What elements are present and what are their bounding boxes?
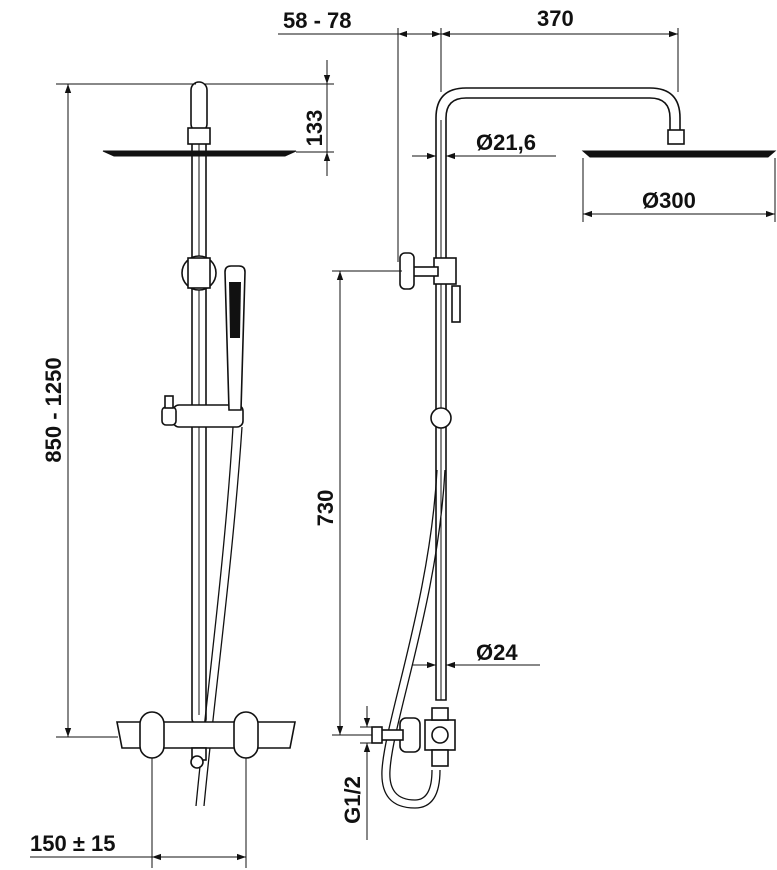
label-inlet-spacing: 150 ± 15 [30,831,115,856]
label-mount-range: 58 - 78 [283,8,352,33]
label-height-730: 730 [313,490,338,527]
shower-arm [435,87,681,701]
side-view [371,87,777,809]
label-arm-length: 370 [537,6,574,31]
label-head-diameter: Ø300 [642,188,696,213]
label-pipe-diameter-lower: Ø24 [476,640,518,665]
front-view [102,81,297,807]
label-pipe-diameter-upper: Ø21,6 [476,130,536,155]
shower-head-front [102,150,297,157]
label-head-height: 133 [302,110,327,147]
label-thread: G1/2 [340,776,365,824]
label-total-height: 850 - 1250 [41,357,66,462]
shower-head-side [581,150,777,158]
dimension-lines [30,28,776,868]
